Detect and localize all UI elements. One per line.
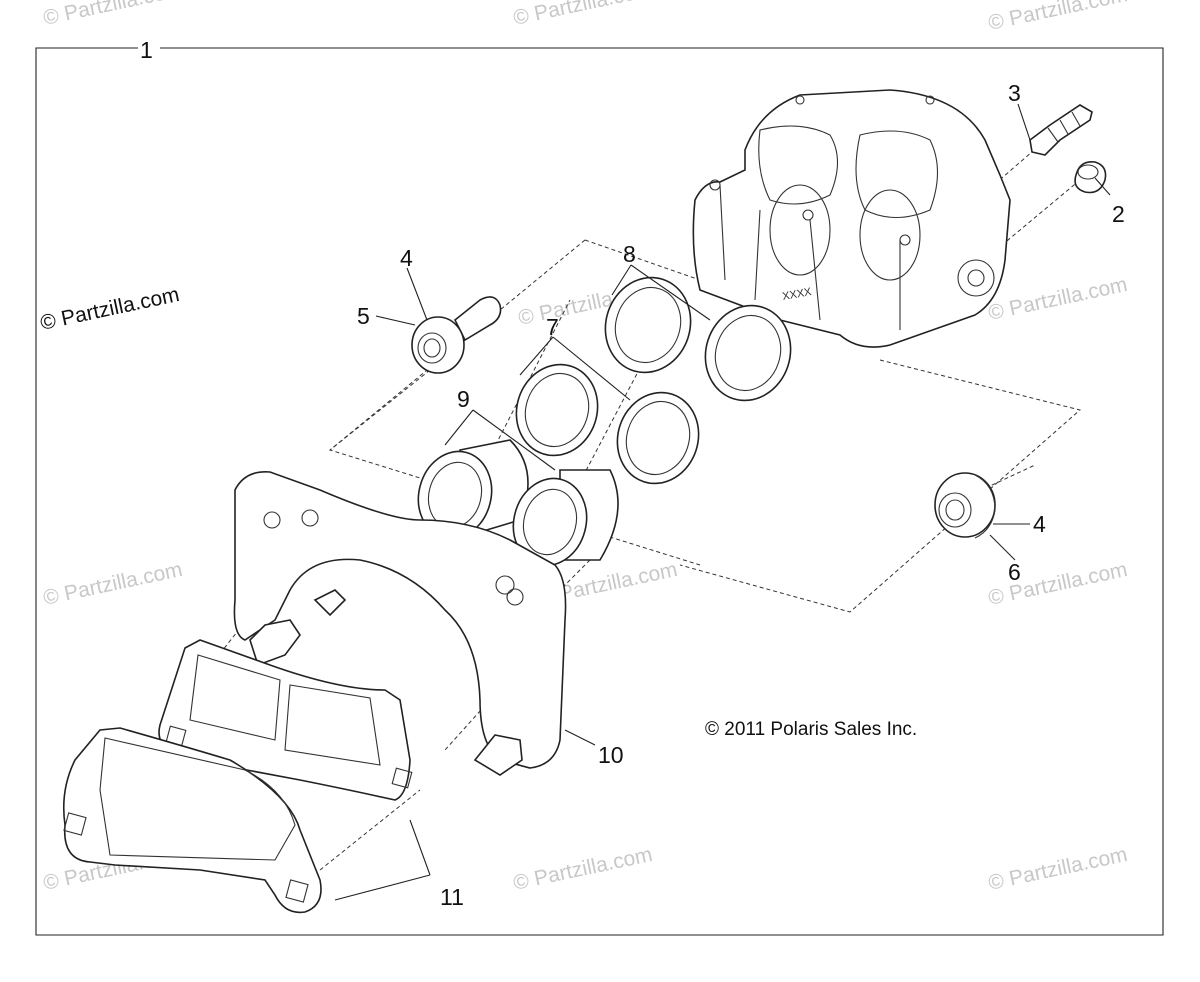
- pistons: [417, 439, 619, 567]
- watermark: © Partzilla.com: [511, 843, 654, 895]
- caliper-marking: XXXX: [781, 286, 813, 303]
- callout-8: 8: [623, 241, 636, 267]
- caliper-body: XXXX: [692, 89, 1011, 348]
- callout-2: 2: [1112, 201, 1125, 227]
- outer-brake-pad: [62, 727, 322, 914]
- watermark: © Partzilla.com: [511, 0, 654, 30]
- callout-5: 5: [357, 303, 370, 329]
- watermark: © Partzilla.com: [986, 273, 1129, 325]
- caliper-bracket: [233, 471, 567, 776]
- callout-7: 7: [546, 314, 559, 340]
- callout-10: 10: [598, 742, 624, 768]
- bleeder-screw: [1029, 104, 1093, 156]
- partzilla-copyright: © Partzilla.com: [38, 283, 181, 335]
- guide-pin-bushing-lower: [934, 472, 996, 539]
- leader-lines: [334, 103, 1111, 901]
- callout-11: 11: [440, 884, 464, 910]
- guide-pin-bushing-upper: [411, 296, 502, 374]
- callout-9: 9: [457, 386, 470, 412]
- watermark: © Partzilla.com: [41, 0, 184, 30]
- diagram-frame: [35, 47, 1164, 936]
- inner-seals: [515, 363, 700, 485]
- outer-seals: [604, 276, 792, 402]
- callout-6: 6: [1008, 559, 1021, 585]
- callout-1: 1: [140, 37, 153, 63]
- watermark: © Partzilla.com: [41, 558, 184, 610]
- callout-3: 3: [1008, 80, 1021, 106]
- bleeder-cap: [1074, 160, 1107, 194]
- polaris-copyright: © 2011 Polaris Sales Inc.: [705, 719, 917, 740]
- callout-4-lower: 4: [1033, 511, 1046, 537]
- callout-4-upper: 4: [400, 245, 413, 271]
- watermark: © Partzilla.com: [986, 843, 1129, 895]
- watermark: © Partzilla.com: [986, 0, 1129, 35]
- callouts: 1 2 3 4 5 4 6 7 8 9 10 11: [140, 37, 1125, 910]
